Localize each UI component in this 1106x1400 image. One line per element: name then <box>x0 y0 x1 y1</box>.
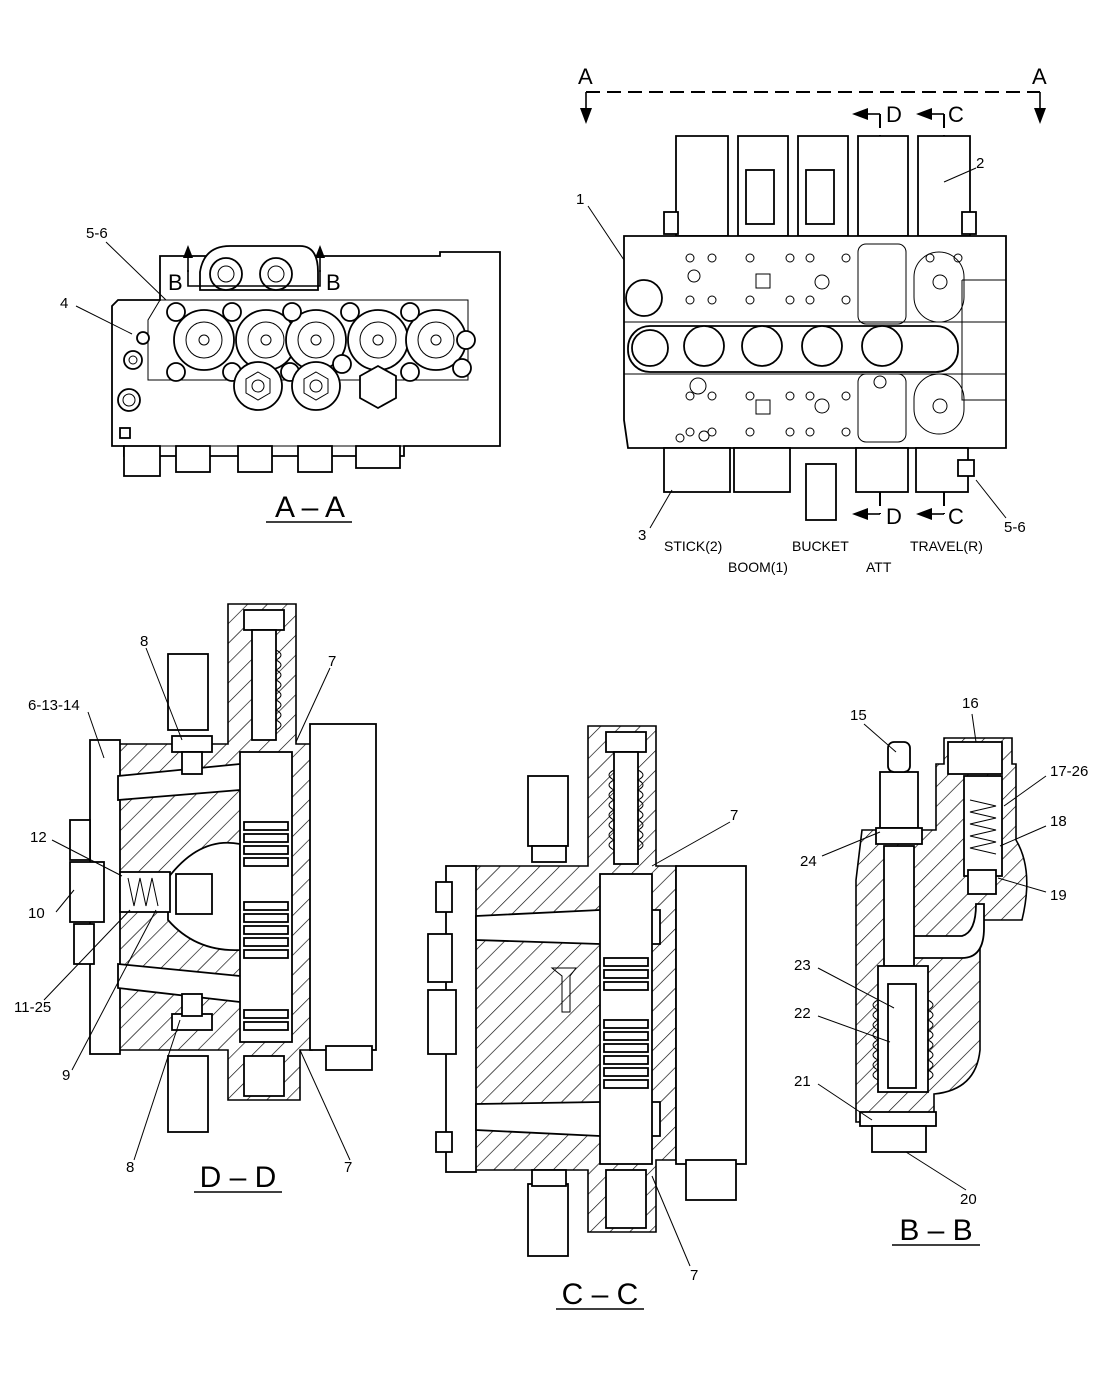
callout-top-5-6: 5-6 <box>1004 519 1026 536</box>
section-title-b-b: B – B <box>899 1214 972 1247</box>
bottom-fittings-top-right <box>663 447 975 521</box>
cut-mark-a-left: A <box>578 64 593 89</box>
cut-mark-a-right: A <box>1032 64 1047 89</box>
section-title-d-d: D – D <box>200 1161 277 1194</box>
view-c-c: 7 7 C – C <box>427 725 747 1311</box>
callout-dd-7-top: 7 <box>328 653 336 670</box>
section-title-c-c: C – C <box>562 1278 639 1311</box>
callout-bb-17-26: 17-26 <box>1050 763 1088 780</box>
view-a-a: B B 5-6 4 A – A <box>60 225 501 524</box>
section-title-a-a: A – A <box>275 491 345 524</box>
pilot-caps-top <box>663 135 977 237</box>
callout-dd-8-bottom: 8 <box>126 1159 134 1176</box>
cut-mark-b-left: B <box>168 270 183 295</box>
callout-dd-12: 12 <box>30 829 47 846</box>
callout-bb-18: 18 <box>1050 813 1067 830</box>
callout-bb-19: 19 <box>1050 887 1067 904</box>
callout-cc-7-top: 7 <box>730 807 738 824</box>
function-bucket: BUCKET <box>792 538 849 554</box>
callout-dd-10: 10 <box>28 905 45 922</box>
callout-bb-23: 23 <box>794 957 811 974</box>
function-travel-r: TRAVEL(R) <box>910 538 983 554</box>
callout-aa-5-6: 5-6 <box>86 225 108 242</box>
view-top-right: A A D C D C <box>576 64 1047 575</box>
callout-cc-7-bottom: 7 <box>690 1267 698 1284</box>
bolts-aa <box>166 302 476 382</box>
cut-mark-d-top: D <box>886 102 902 127</box>
callout-aa-4: 4 <box>60 295 68 312</box>
callout-dd-11-25: 11-25 <box>14 999 51 1016</box>
cut-mark-d-bottom: D <box>886 504 902 529</box>
callout-dd-8-top: 8 <box>140 633 148 650</box>
function-att: ATT <box>866 559 892 575</box>
callout-bb-22: 22 <box>794 1005 811 1022</box>
spool-lands-dd <box>243 821 289 1031</box>
callout-bb-24: 24 <box>800 853 817 870</box>
function-boom-1: BOOM(1) <box>728 559 788 575</box>
callout-top-2: 2 <box>976 155 984 172</box>
callout-dd-7-bottom: 7 <box>344 1159 352 1176</box>
function-stick-2: STICK(2) <box>664 538 722 554</box>
cut-mark-c-bottom: C <box>948 504 964 529</box>
spool-caps-aa <box>173 309 467 371</box>
callout-bb-20: 20 <box>960 1191 977 1208</box>
callout-top-1: 1 <box>576 191 584 208</box>
callout-bb-21: 21 <box>794 1073 811 1090</box>
spool-lands-cc <box>603 957 649 1089</box>
callout-bb-15: 15 <box>850 707 867 724</box>
cut-mark-b-right: B <box>326 270 341 295</box>
callout-dd-9: 9 <box>62 1067 70 1084</box>
lower-ports-aa <box>233 361 397 411</box>
callout-dd-6-13-14: 6-13-14 <box>28 697 80 714</box>
cut-mark-c-top: C <box>948 102 964 127</box>
callout-bb-16: 16 <box>962 695 979 712</box>
view-d-d: 8 7 6-13-14 12 10 11-25 9 8 7 D – D <box>14 603 377 1194</box>
view-b-b: 15 16 17-26 18 19 24 23 22 21 20 B – B <box>794 695 1088 1247</box>
plugs-middle-row <box>625 279 959 373</box>
small-holes-top-right <box>675 253 963 443</box>
callout-top-3: 3 <box>638 527 646 544</box>
